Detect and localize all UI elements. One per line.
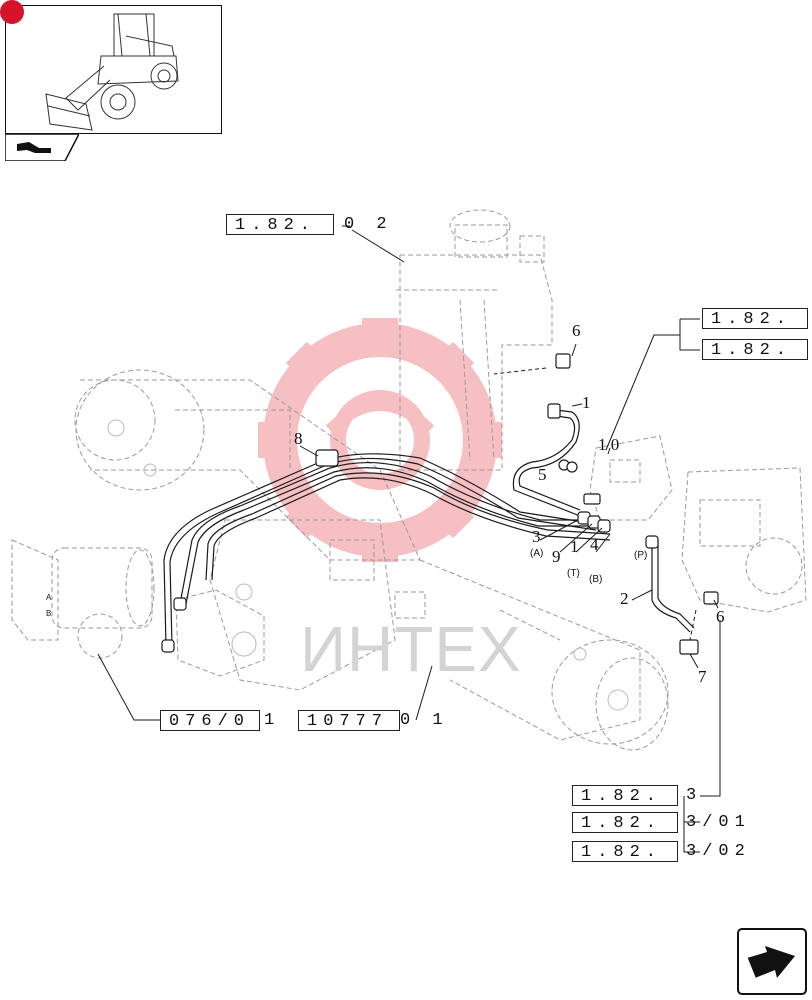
ref-suffix-bottom-mid: 0 1 — [400, 711, 449, 730]
callout-1-bottom: 1 — [570, 537, 579, 556]
page-marker — [0, 0, 24, 24]
ref-suffix-bottom-right-2: 3/01 — [686, 813, 751, 832]
callout-5: 5 — [538, 465, 547, 484]
port-b-label: (B) — [589, 574, 603, 585]
thumbnail-tab[interactable] — [4, 133, 81, 162]
fitting-7 — [679, 639, 699, 655]
seal-5b — [566, 461, 578, 473]
fitting-6-top — [555, 353, 571, 369]
ref-box-bottom-mid[interactable]: 10777 — [298, 710, 400, 731]
ghost-components — [11, 209, 807, 751]
callout-8: 8 — [294, 429, 303, 448]
ref-box-right-top-1[interactable]: 1.82. — [702, 308, 808, 329]
ref-suffix-bottom-left: 1 — [264, 711, 281, 730]
fitting-10 — [583, 493, 601, 505]
inset-label-b: B — [46, 609, 52, 618]
next-page-arrow-icon — [737, 928, 807, 995]
ref-box-right-top-2[interactable]: 1.82. — [702, 339, 808, 360]
callout-9: 9 — [552, 547, 561, 566]
ghost-outlines — [107, 419, 629, 711]
port-a-label: (A) — [530, 548, 544, 559]
wheel-loader-thumbnail — [45, 13, 179, 131]
port-p-label: (P) — [634, 550, 648, 561]
next-page-button[interactable] — [737, 928, 807, 995]
watermark-text: ИНТЕХ — [300, 613, 522, 685]
port-t-label: (T) — [567, 568, 580, 579]
callout-1-top: 1 — [582, 393, 591, 412]
ref-suffix-top-center: 0 2 — [344, 215, 393, 234]
callout-6-right: 6 — [716, 607, 725, 626]
ref-suffix-bottom-right-1: 3 — [686, 786, 703, 805]
ref-box-bottom-right-1[interactable]: 1.82. — [572, 785, 678, 806]
fitting-6-right — [703, 591, 719, 605]
watermark-gear — [258, 318, 502, 562]
hydraulic-lines — [163, 409, 695, 647]
ref-box-bottom-right-2[interactable]: 1.82. — [572, 812, 678, 833]
fittings — [161, 353, 719, 655]
callout-7: 7 — [698, 667, 707, 686]
ref-suffix-bottom-right-3: 3/02 — [686, 842, 751, 861]
ref-box-bottom-right-3[interactable]: 1.82. — [572, 841, 678, 862]
fitting-p — [645, 535, 659, 549]
ref-box-bottom-left[interactable]: 076/0 — [160, 710, 260, 731]
callout-2: 2 — [620, 589, 629, 608]
callout-10: 1 0 — [598, 435, 620, 454]
leader-lines — [97, 225, 721, 853]
callout-4: 4 — [590, 535, 599, 554]
callout-3: 3 — [532, 527, 541, 546]
inset-label-a: A — [46, 593, 52, 602]
hand-pointer-icon — [17, 142, 51, 153]
machine-thumbnail[interactable] — [0, 0, 222, 134]
callout-6-top: 6 — [572, 321, 581, 340]
fitting-1 — [547, 403, 561, 419]
ref-box-top-center[interactable]: 1.82. — [226, 214, 334, 235]
